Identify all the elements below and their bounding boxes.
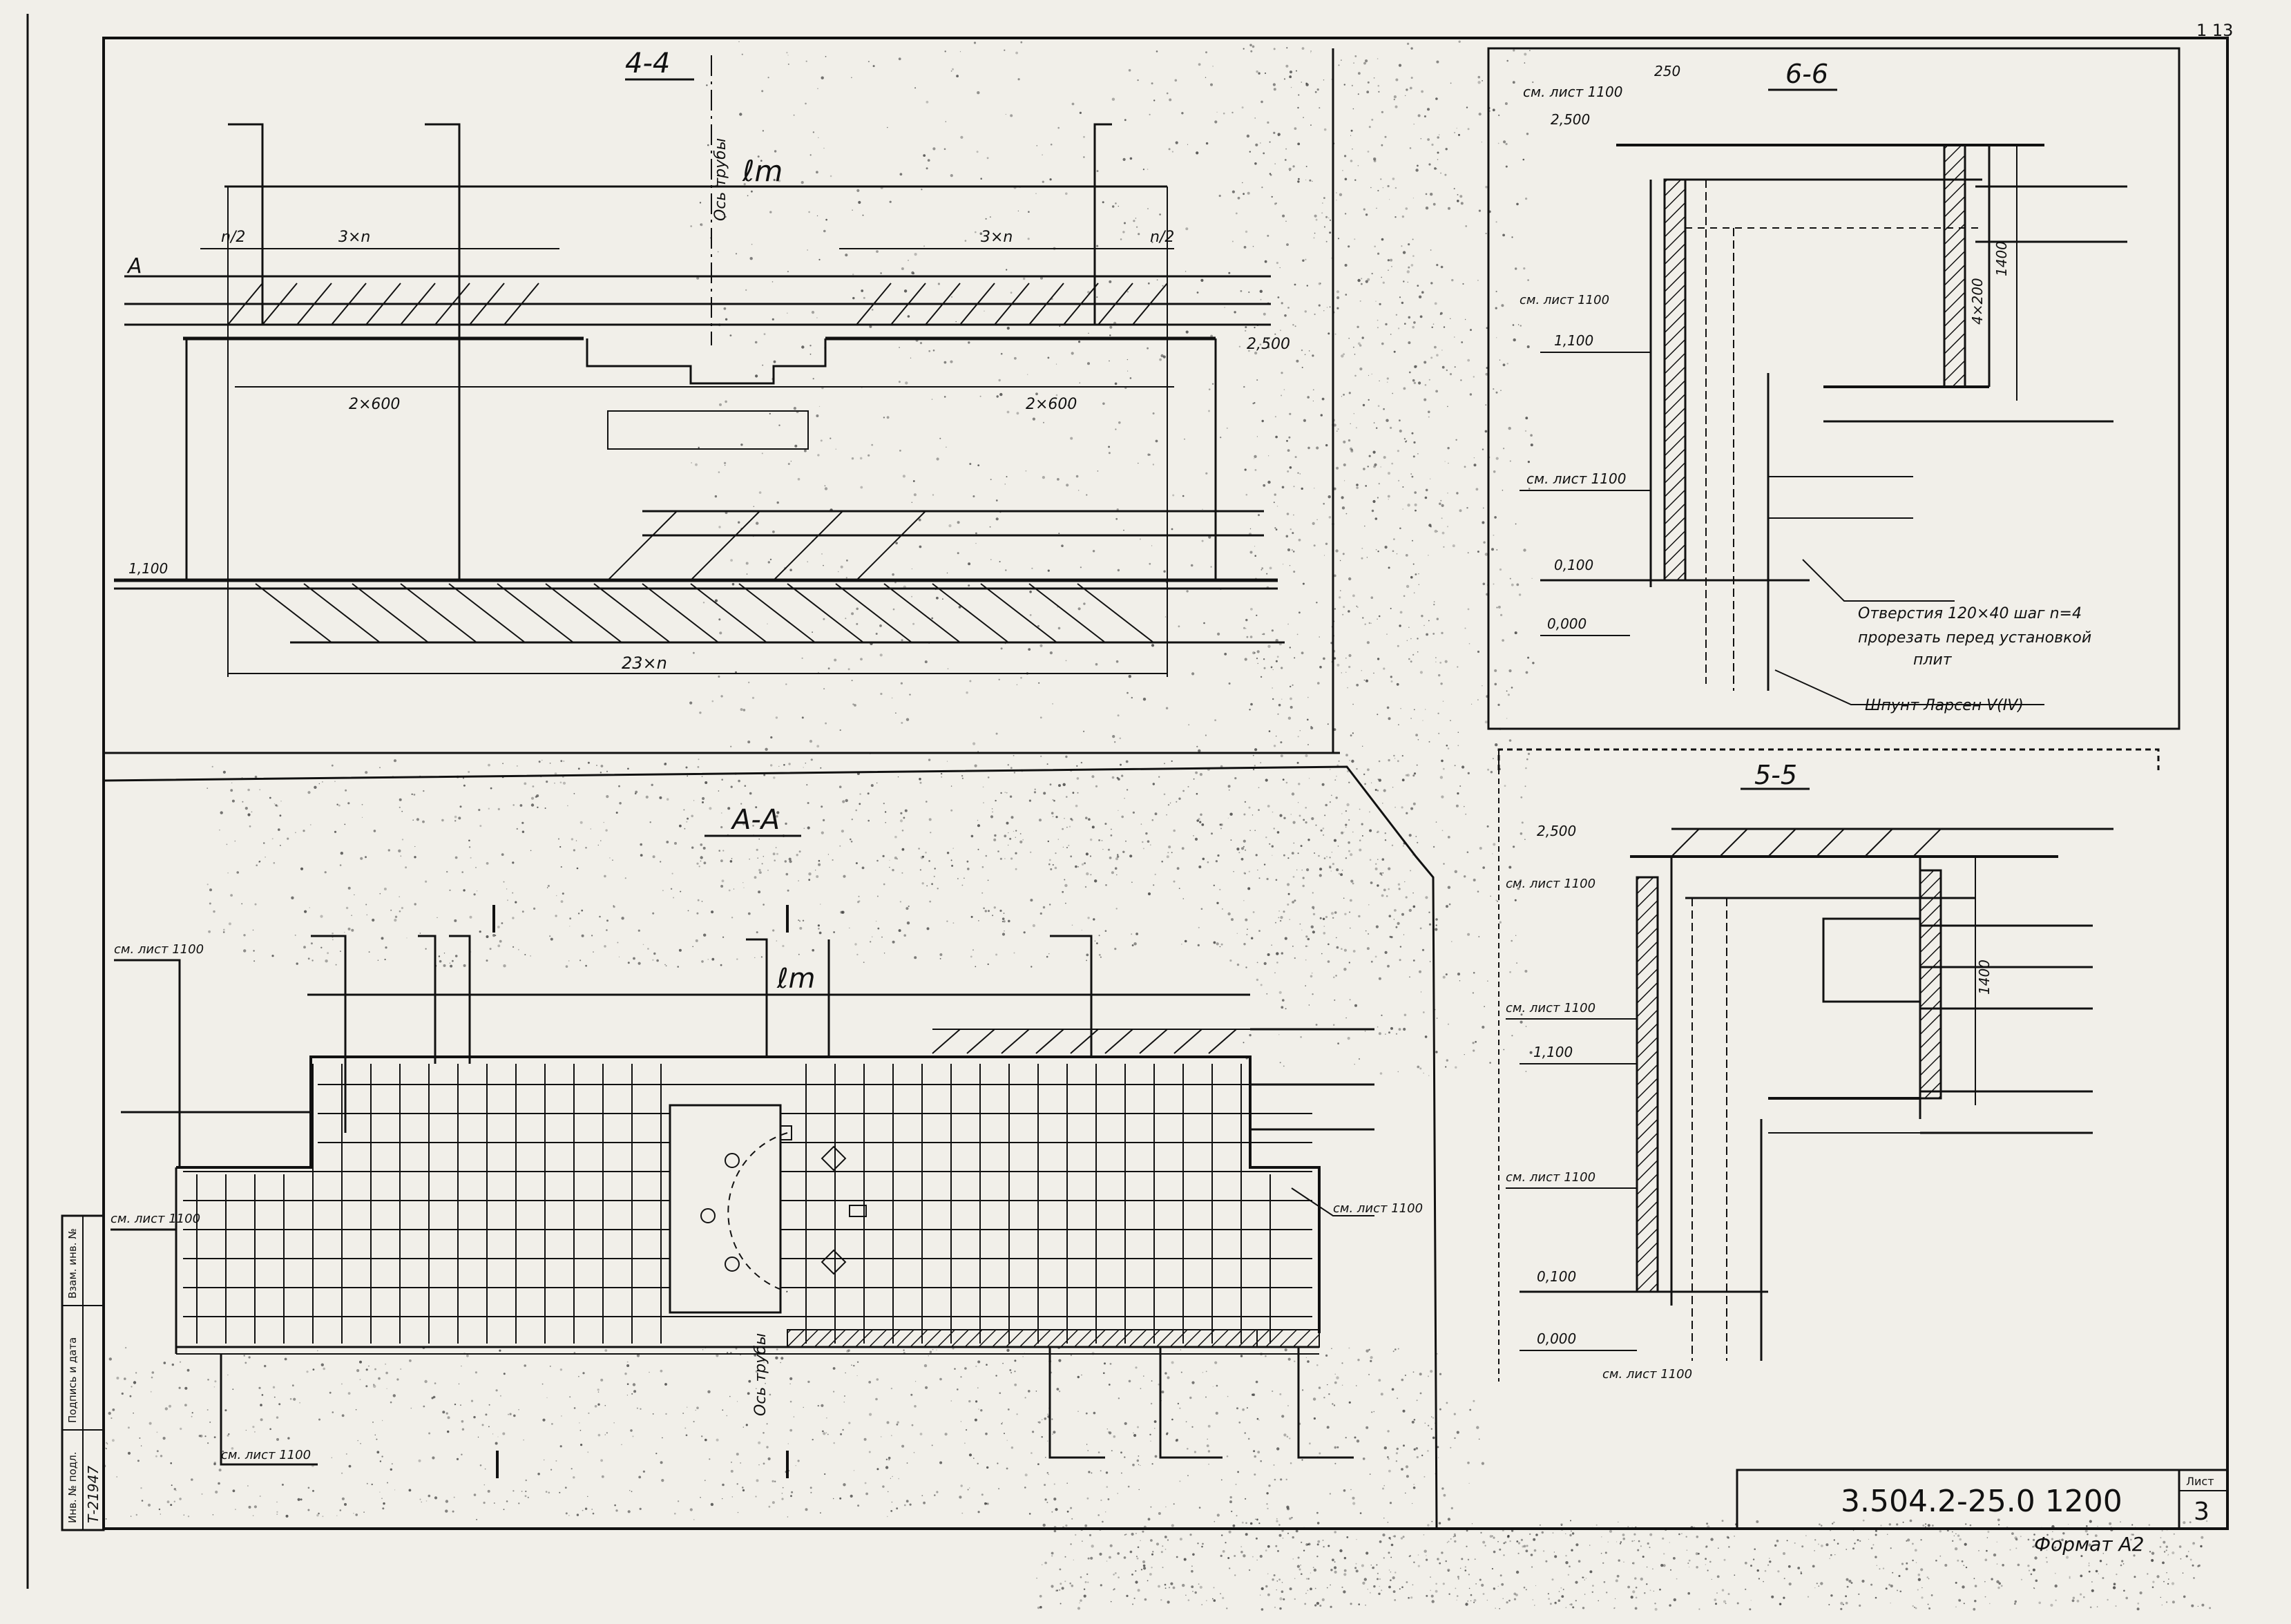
d-2500-55: 2,500 [1537,823,1576,839]
dim-1400-66: 1400 [1993,241,2010,276]
section-title-6-6: 6-6 [1785,59,1828,89]
three-n-label-left: 3×n [338,229,370,246]
sp-list-aa-left-top: см. лист 1100 [114,942,204,957]
mark-0000-55: 0,000 [1537,1330,1576,1347]
stamp-replaced-label: Взам. инв. № [66,1228,79,1299]
hole-note-line3: плит [1913,651,1953,669]
document-code: 3.504.2-25.0 1200 [1841,1484,2122,1519]
sp-list-66-low: см. лист 1100 [1526,470,1626,487]
scan-noise [103,40,2212,1611]
section-a-a: А-А ℓm Ось трубы [103,765,1438,1529]
stamp-block: Взам. инв. № Подпись и дата Инв. № подл.… [61,1214,105,1531]
sp-list-aa-left-mid: см. лист 1100 [111,1212,200,1226]
mark-0100-66: 0,100 [1554,557,1593,573]
sheet-pile-note: Шпунт Ларсен V(IV) [1865,697,2024,714]
sheet-number: 3 [2194,1498,2209,1526]
axis-pipe-label-top: Ось трубы [712,138,729,221]
sp-list-55-mid: см. лист 1100 [1506,1001,1595,1015]
hole-note-line1: Отверстия 120×40 шаг n=4 [1858,605,2082,622]
stamp-inv-number: Т-21947 [85,1466,102,1523]
two-600-label-left: 2×600 [349,396,400,413]
sp-list-55-top: см. лист 1100 [1506,877,1595,891]
stamp-sign-date-label: Подпись и дата [66,1337,79,1423]
diagonal-bars-right [856,283,1168,325]
sheet-number-label: Лист [2186,1475,2214,1488]
title-block: 3.504.2-25.0 1200 Лист 3 Формат А2 [1736,1469,2229,1556]
dim-1400-55: 1400 [1976,959,1993,995]
sheet-frame [26,14,2229,1589]
two-600-label-right: 2×600 [1026,396,1077,413]
sp-list-aa-bottom-1: см. лист 1100 [221,1448,311,1462]
d-2500-66: 2,500 [1551,111,1590,128]
axis-pipe-label-aa: Ось трубы [752,1333,769,1416]
mark-0100-55: 0,100 [1537,1268,1576,1285]
stamp-inv-label: Инв. № подл. [66,1452,79,1523]
hole-note-line2: прорезать перед установкой [1858,629,2091,647]
mark-1100-66: 1,100 [1554,332,1593,349]
rebar-grid [183,1064,1312,1344]
n-half-label-left: n/2 [221,229,245,246]
mark-1100-44: 1,100 [128,560,168,577]
section-6-6: 6-6 см. лист 1100 250 2,500 1400 4×200 с… [1487,47,2180,730]
section-title-4-4: 4-4 [625,48,670,79]
lm-label-aa: ℓm [776,963,816,995]
section-5-5: 5-5 1400 2,500 см. лист 1100 см. лист 11… [1497,748,2160,1382]
sp-list-55-low: см. лист 1100 [1506,1170,1595,1185]
d-2500-label: 2,500 [1247,336,1290,353]
n-half-label-right: n/2 [1150,229,1174,246]
sp-list-66-mid: см. лист 1100 [1520,293,1609,307]
sp-list-55-bottom: см. лист 1100 [1602,1367,1692,1382]
sp-list-66-top: см. лист 1100 [1523,84,1622,100]
page-mark: 1 13 [2196,21,2233,40]
mark-1100-55: 1,100 [1533,1044,1573,1060]
section-4-4: 4-4 ℓm Ось трубы А n/2 3×n 3×n n/2 2,500 [104,48,1340,754]
section-title-a-a: А-А [730,804,780,836]
dim-250-66: 250 [1654,63,1680,79]
diagonal-bars-left [227,283,539,325]
twentythree-n-label: 23×n [622,653,667,673]
format-label: Формат А2 [2034,1533,2144,1556]
dim-200x-66: 4×200 [1969,278,1986,325]
rebar-a-mark: А [126,254,142,278]
section-title-5-5: 5-5 [1754,760,1797,790]
lm-label: ℓm [742,154,783,188]
three-n-label-right: 3×n [981,229,1013,246]
mark-0000-66: 0,000 [1547,615,1587,632]
sp-list-aa-right: см. лист 1100 [1333,1201,1423,1216]
